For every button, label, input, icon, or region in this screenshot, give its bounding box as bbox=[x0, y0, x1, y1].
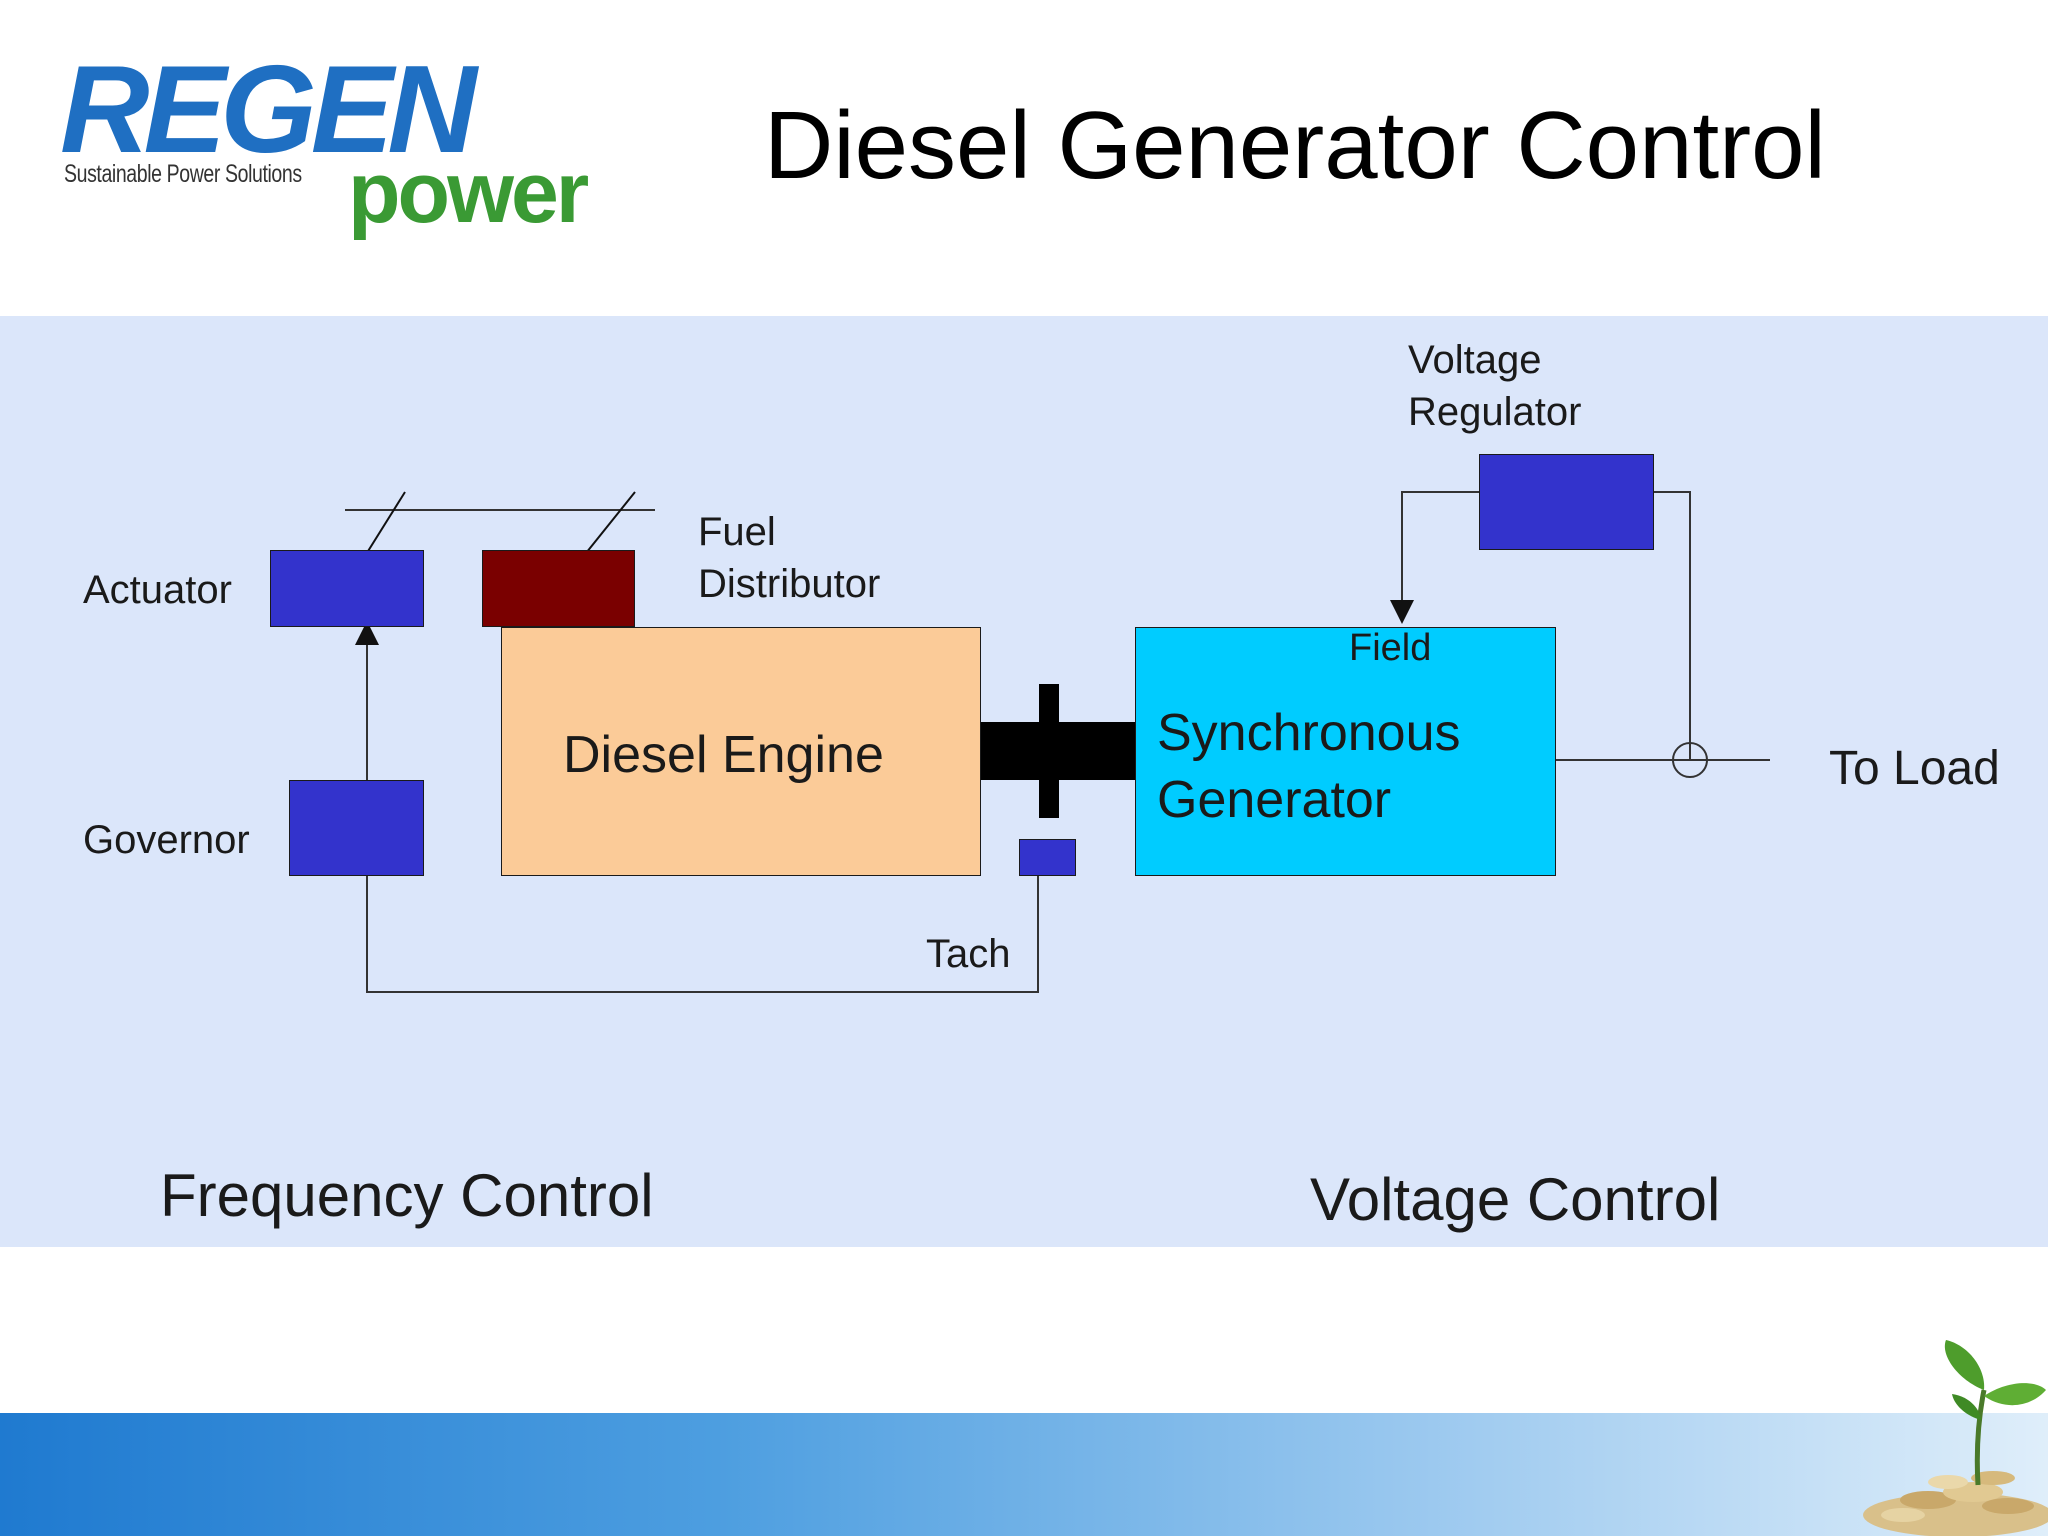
governor-block bbox=[289, 780, 424, 876]
governor-label: Governor bbox=[83, 818, 250, 862]
logo-wordmark: REGEN bbox=[60, 41, 477, 179]
fuel-distributor-block bbox=[482, 550, 635, 627]
shaft-coupling bbox=[1039, 684, 1059, 818]
footer-gradient-bar bbox=[0, 1413, 2048, 1536]
plant-coins-icon bbox=[1863, 1340, 2048, 1536]
actuator-block bbox=[270, 550, 424, 627]
output-to-regulator bbox=[1654, 491, 1691, 760]
regulator-to-field bbox=[1390, 491, 1479, 624]
tach-label: Tach bbox=[926, 932, 1011, 976]
voltage-regulator-block bbox=[1479, 454, 1654, 550]
regen-power-logo: REGEN Sustainable Power Solutions power bbox=[60, 41, 600, 236]
logo-tagline: Sustainable Power Solutions bbox=[64, 160, 302, 188]
actuator-label: Actuator bbox=[83, 568, 232, 612]
frequency-control-label: Frequency Control bbox=[160, 1162, 654, 1229]
synchronous-generator-label-line1: Synchronous bbox=[1157, 704, 1461, 762]
to-load-label: To Load bbox=[1829, 742, 2000, 795]
diesel-engine-label: Diesel Engine bbox=[563, 726, 884, 784]
voltage-control-label: Voltage Control bbox=[1310, 1166, 1721, 1233]
logo-power: power bbox=[348, 145, 589, 241]
voltage-regulator-label-line1: Voltage bbox=[1408, 338, 1542, 382]
voltage-regulator-label-line2: Regulator bbox=[1408, 390, 1582, 434]
tach-sensor bbox=[1019, 839, 1076, 876]
fuel-distributor-label-line1: Fuel bbox=[698, 510, 776, 554]
fuel-distributor-label-line2: Distributor bbox=[698, 562, 881, 606]
field-label: Field bbox=[1349, 627, 1432, 669]
tach-feedback-line bbox=[366, 876, 1039, 993]
slide-title: Diesel Generator Control bbox=[764, 92, 1826, 199]
synchronous-generator-block bbox=[1135, 627, 1556, 876]
synchronous-generator-label-line2: Generator bbox=[1157, 771, 1392, 829]
output-node bbox=[1672, 742, 1708, 778]
diesel-engine-block bbox=[501, 627, 981, 876]
